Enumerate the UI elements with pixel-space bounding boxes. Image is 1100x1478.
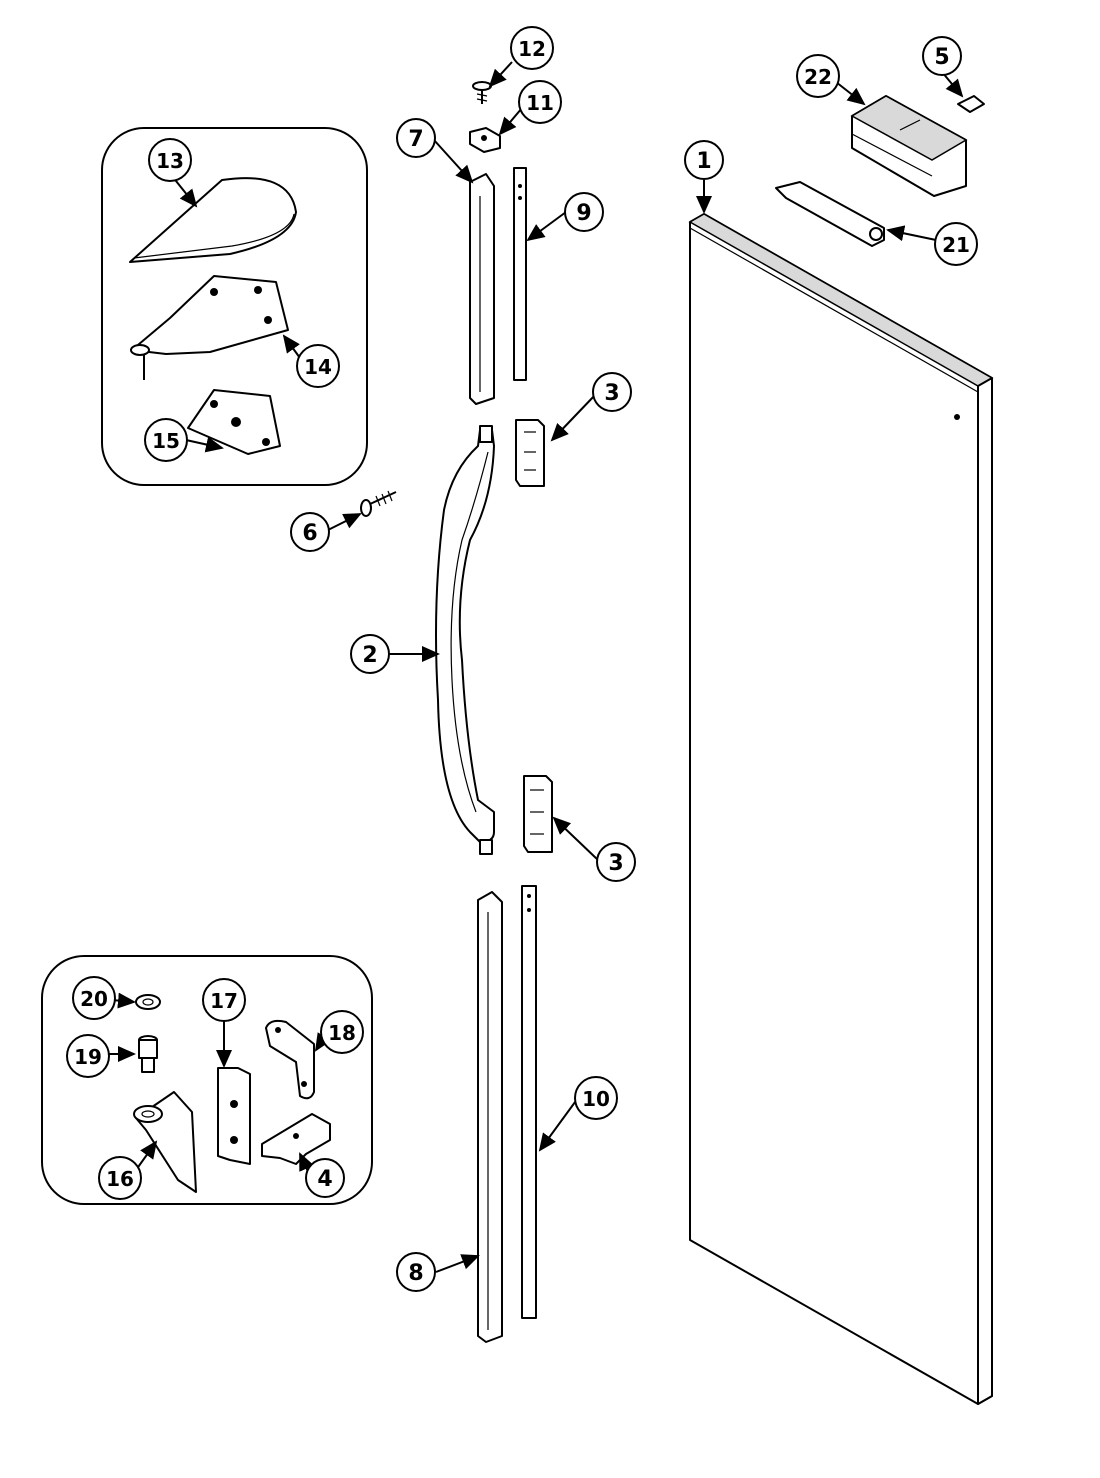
clip-part [957,95,985,113]
callout-11: 11 [518,80,562,124]
svg-text:9: 9 [576,201,591,226]
lower-hinge-inset-box [41,955,373,1205]
latch-part [775,181,885,247]
washer-part [135,994,161,1010]
callout-3-upper: 3 [592,372,632,412]
callout-17: 17 [202,978,246,1022]
callout-9: 9 [564,192,604,232]
callout-6: 6 [290,512,330,552]
callout-14: 14 [296,344,340,388]
hinge-cover-part [129,177,297,263]
svg-text:12: 12 [518,37,546,61]
callout-22: 22 [796,54,840,98]
lower-strip-part [521,885,537,1319]
callout-20: 20 [72,976,116,1020]
callout-18: 18 [320,1010,364,1054]
svg-text:1: 1 [696,149,711,174]
callout-1: 1 [684,140,724,180]
hinge-pin-part [138,1035,158,1073]
svg-text:5: 5 [934,45,949,70]
callout-8: 8 [396,1252,436,1292]
svg-text:14: 14 [304,355,332,379]
svg-text:19: 19 [74,1045,102,1069]
svg-text:22: 22 [804,65,832,89]
svg-text:11: 11 [526,91,554,115]
upper-hinge-inset-box [101,127,368,486]
hinge-spacer-plate-part [217,1067,251,1165]
svg-text:3: 3 [604,381,619,406]
latch-bracket-part [850,95,968,197]
svg-text:8: 8 [408,1261,423,1286]
nut-part [469,127,501,153]
hinge-bracket-part [265,1019,315,1100]
callout-16: 16 [98,1156,142,1200]
svg-text:10: 10 [582,1087,610,1111]
callout-4: 4 [305,1158,345,1198]
svg-text:15: 15 [152,429,180,453]
callout-5: 5 [922,36,962,76]
callout-21: 21 [934,222,978,266]
upper-hinge-plate-part [130,275,289,380]
handle-screw-part [360,490,397,517]
callout-3-lower: 3 [596,842,636,882]
upper-strip-part [513,167,527,381]
callout-12: 12 [510,26,554,70]
svg-text:7: 7 [408,127,423,152]
svg-text:16: 16 [106,1167,134,1191]
callout-19: 19 [66,1034,110,1078]
svg-text:21: 21 [942,233,970,257]
svg-text:3: 3 [608,851,623,876]
door-handle-part [435,425,495,855]
svg-text:4: 4 [317,1167,332,1192]
svg-text:18: 18 [328,1021,356,1045]
screw-part [472,81,492,104]
svg-text:20: 20 [80,987,108,1011]
callout-2: 2 [350,634,390,674]
svg-text:6: 6 [302,521,317,546]
svg-text:13: 13 [156,149,184,173]
handle-end-cap-lower-part [523,775,553,853]
hinge-mount-bracket-part [261,1113,331,1165]
callout-7: 7 [396,118,436,158]
callout-13: 13 [148,138,192,182]
handle-end-cap-upper-part [515,419,545,487]
svg-text:2: 2 [362,643,377,668]
callout-15: 15 [144,418,188,462]
svg-text:17: 17 [210,989,238,1013]
upper-hinge-shim-part [187,389,281,455]
lower-trim-part [477,891,503,1343]
upper-trim-part [469,173,495,405]
lower-hinge-part [133,1091,197,1193]
door-panel-part [688,213,994,1405]
leader-lines [106,61,964,1273]
callout-10: 10 [574,1076,618,1120]
